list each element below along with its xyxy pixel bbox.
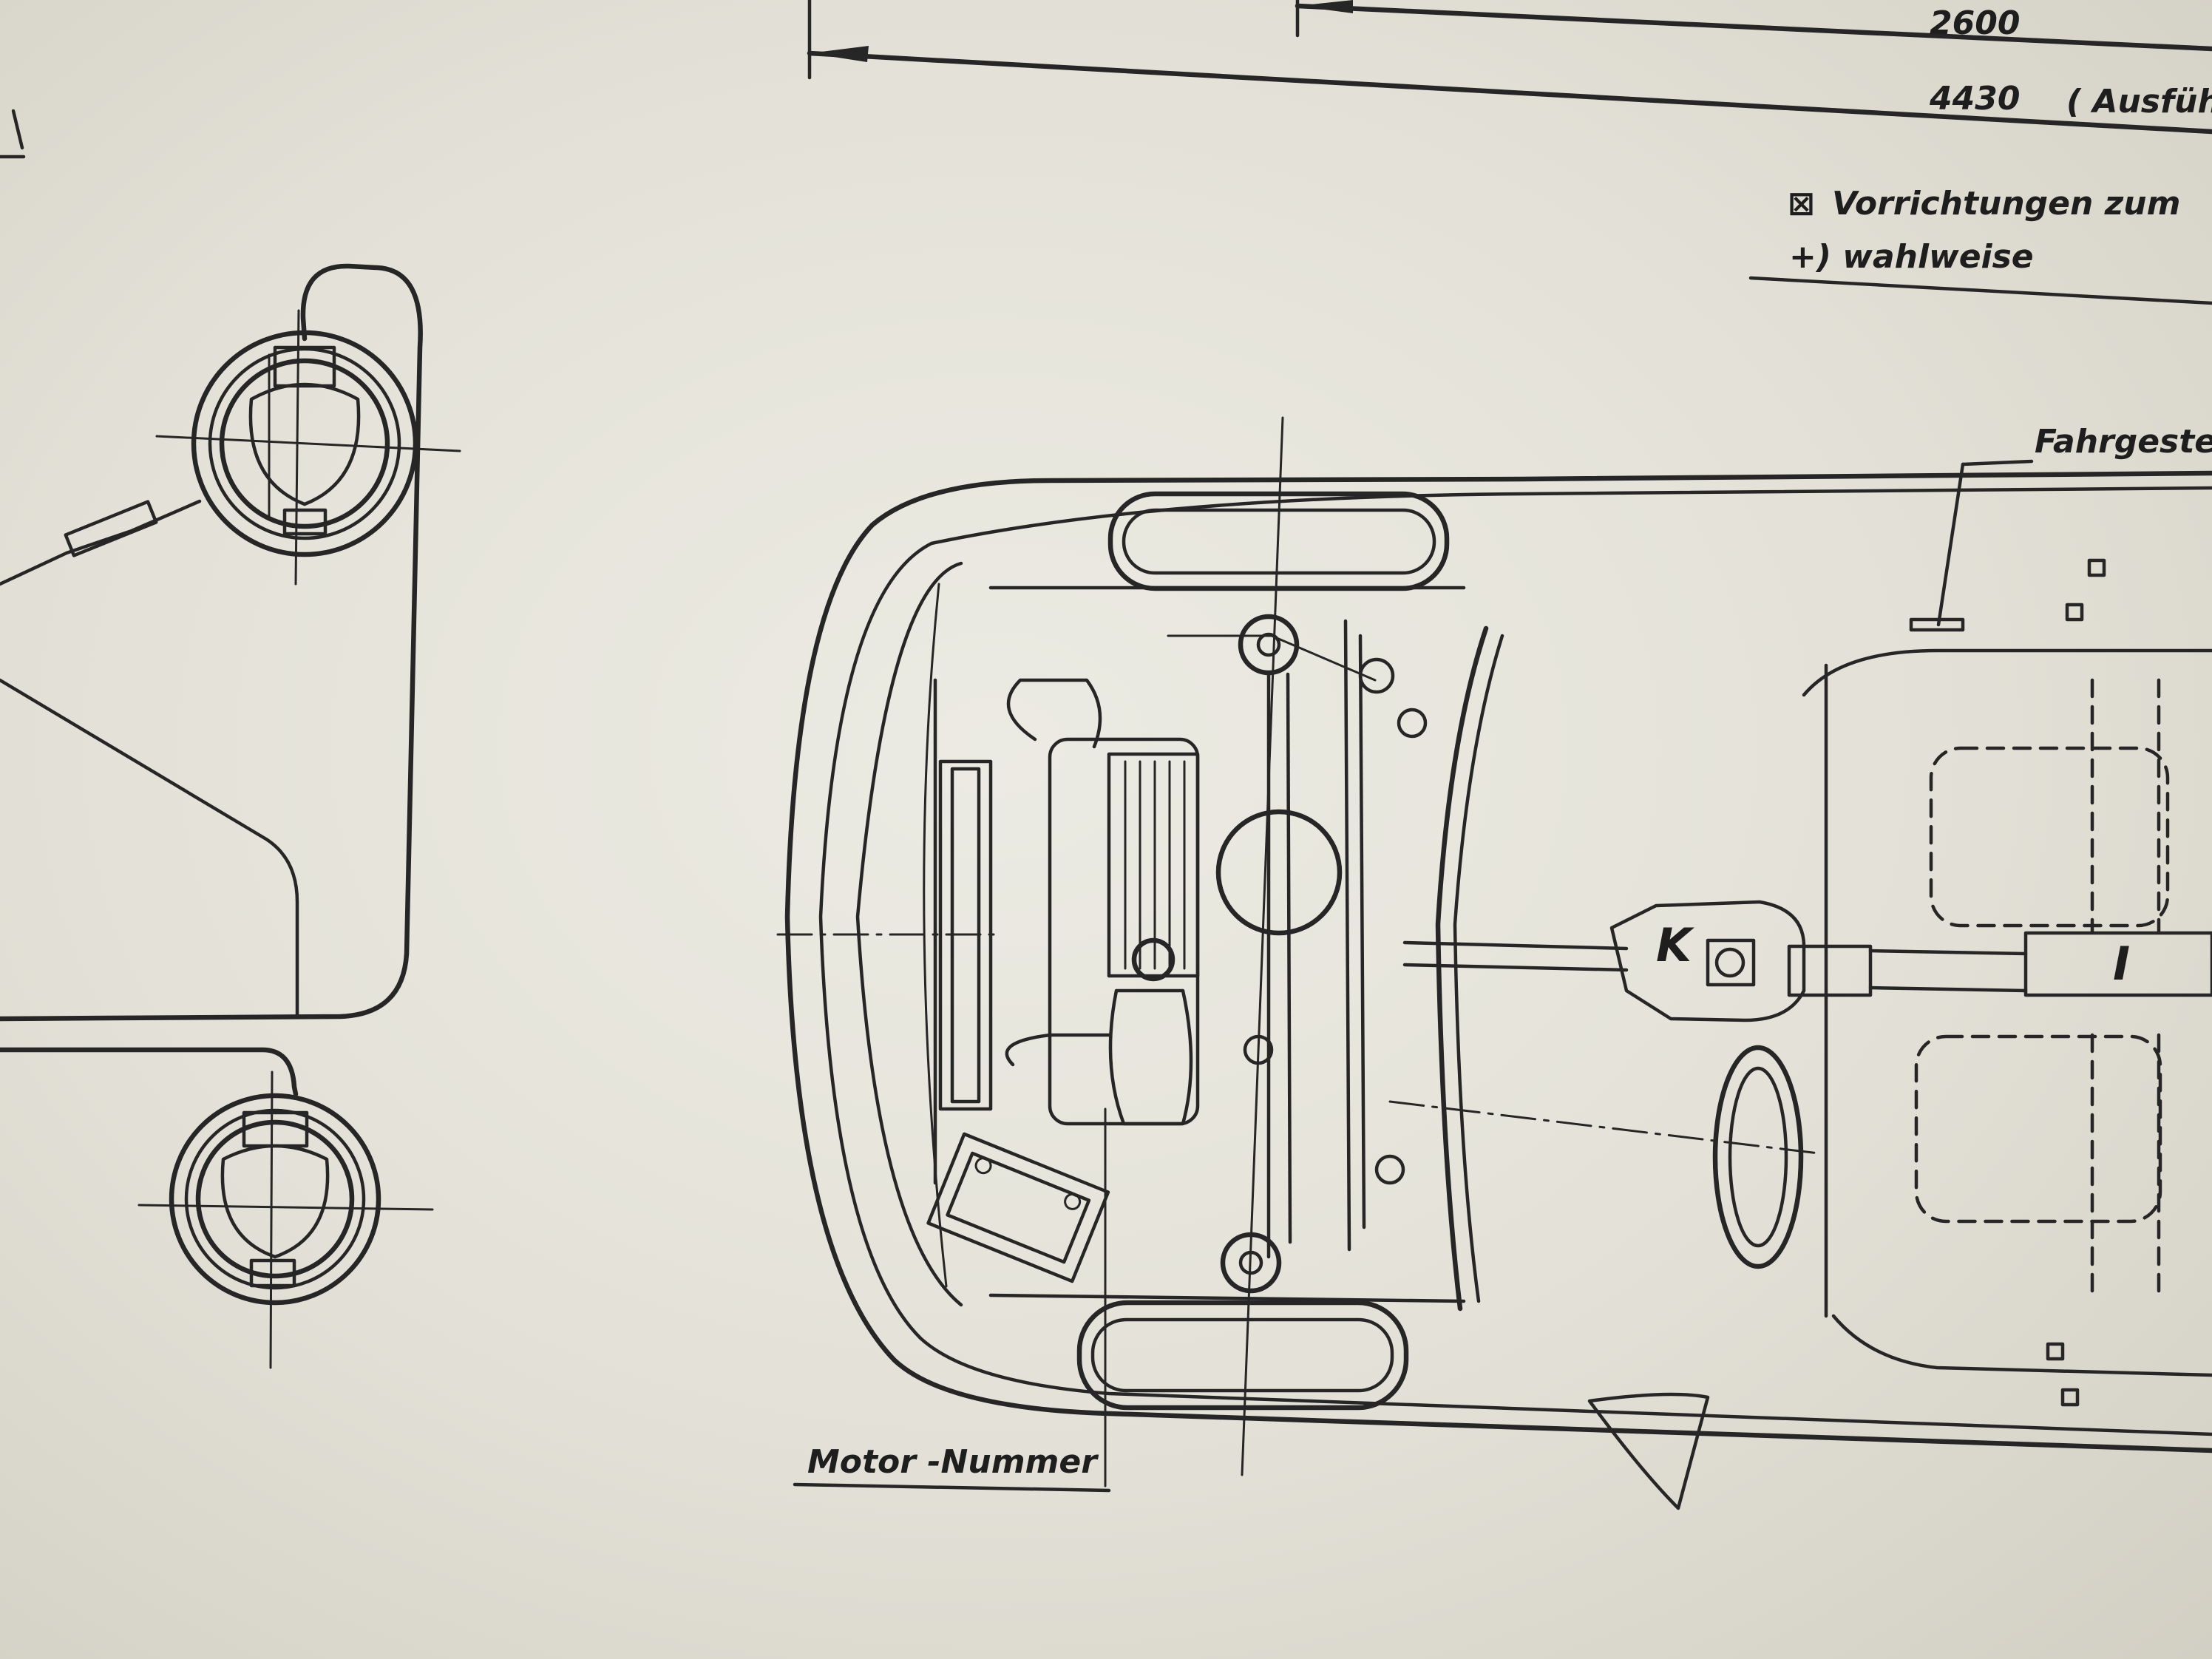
- front-wheel-lower: [1076, 1300, 1409, 1411]
- engine-number-callout: Motor -Nummer: [793, 1443, 1111, 1493]
- jacking-markers: [2046, 558, 2106, 1407]
- legend-optional-text: +) wahlweise: [1789, 238, 2034, 276]
- brake-drum-lower: [138, 1071, 434, 1369]
- dimension-lines: [0, 0, 2212, 159]
- brake-line-diagram: [0, 263, 461, 1369]
- dimension-overall-length: 4430: [1929, 80, 2020, 118]
- marker-k: K: [1656, 918, 1694, 972]
- center-lines: [776, 416, 1820, 1487]
- spare-wheel: [1712, 1045, 1804, 1269]
- front-wheel-upper: [1107, 491, 1450, 591]
- battery: [926, 1132, 1110, 1283]
- legend-devices-text: Vorrichtungen zum: [1832, 185, 2180, 223]
- marker-i: I: [2113, 937, 2130, 991]
- brake-booster: [1215, 809, 1343, 936]
- chassis-callout: Fahrgestell: [1936, 423, 2212, 627]
- brake-drum-upper: [155, 309, 461, 586]
- steering-box: [1609, 900, 1806, 1022]
- transmission-tunnel: [2023, 931, 2212, 997]
- legend: ⊠ Vorrichtungen zum +) wahlweise: [1748, 185, 2212, 305]
- seat-front-right: [1929, 746, 2170, 928]
- chassis-number-plate: [1909, 617, 1965, 632]
- chassis-callout-label: Fahrgestell: [2035, 423, 2212, 461]
- engine-block: [1005, 678, 1200, 1126]
- car-body: [784, 470, 2212, 1510]
- dimension-overall-length-note: ( Ausfüh: [2066, 83, 2212, 121]
- engine-number-label: Motor -Nummer: [807, 1443, 1099, 1481]
- legend-symbol: ⊠: [1788, 185, 1815, 223]
- seat-front-left: [1914, 1034, 2162, 1224]
- dimension-wheelbase: 2600: [1930, 4, 2020, 42]
